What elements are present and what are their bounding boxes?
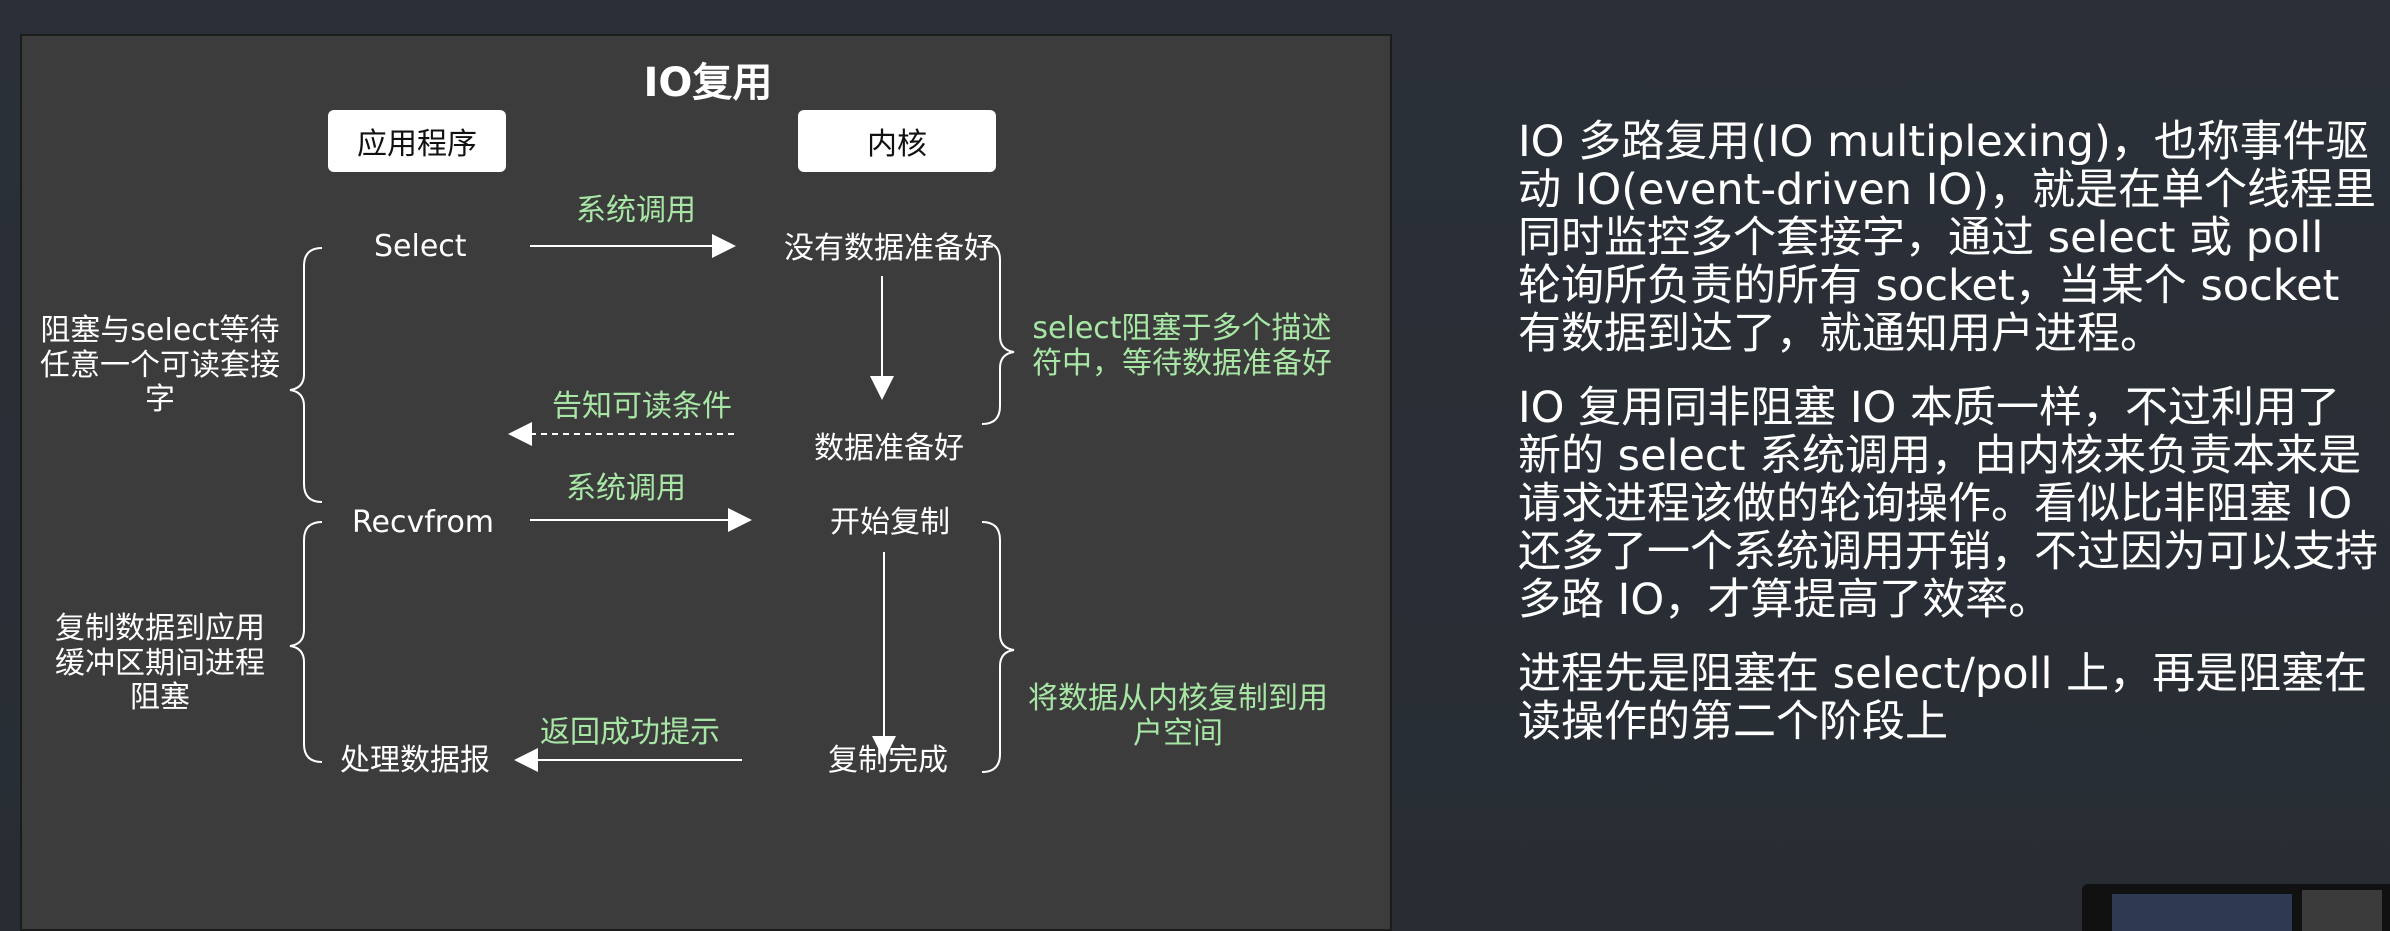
select-label: Select [374,229,467,264]
paragraph-2: IO 复用同非阻塞 IO 本质一样，不过利用了新的 select 系统调用，由内… [1518,383,2378,625]
kernel-box: 内核 [798,110,996,172]
presenter-video-thumbnail [2082,884,2390,931]
left-note-2: 复制数据到应用缓冲区期间进程阻塞 [55,611,265,715]
left-note-1: 阻塞与select等待任意一个可读套接字 [40,313,280,417]
io-multiplexing-diagram: IO复用 应用程序 内核 Select 系统调用 没有数据准备好 select阻… [20,34,1392,931]
process-datagram-label: 处理数据报 [340,743,490,778]
right-brace-1 [981,241,1015,425]
notify-readable-label: 告知可读条件 [552,389,732,424]
left-brace-1 [289,247,323,503]
left-brace-2 [289,521,323,763]
syscall-label-1: 系统调用 [576,193,696,228]
app-box: 应用程序 [328,110,506,172]
data-ready-label: 数据准备好 [814,431,964,466]
no-data-label: 没有数据准备好 [784,231,994,266]
return-ok-label: 返回成功提示 [540,715,720,750]
syscall-label-2: 系统调用 [566,471,686,506]
paragraph-1: IO 多路复用(IO multiplexing)，也称事件驱动 IO(event… [1518,117,2377,359]
copy-done-label: 复制完成 [828,743,948,778]
diagram-lines [289,234,1015,773]
article-text: IO 多路复用(IO multiplexing)，也称事件驱动 IO(event… [1518,118,2378,772]
right-brace-2 [981,521,1015,773]
diagram-title: IO复用 [643,60,773,106]
video-screen [2112,894,2292,931]
copy-note: 将数据从内核复制到用户空间 [1028,681,1328,751]
recvfrom-label: Recvfrom [352,505,495,540]
video-screen-secondary [2302,890,2382,931]
start-copy-label: 开始复制 [830,505,950,540]
select-block-note: select阻塞于多个描述符中，等待数据准备好 [1032,311,1332,381]
paragraph-3: 进程先是阻塞在 select/poll 上，再是阻塞在读操作的第二个阶段上 [1518,649,2368,747]
